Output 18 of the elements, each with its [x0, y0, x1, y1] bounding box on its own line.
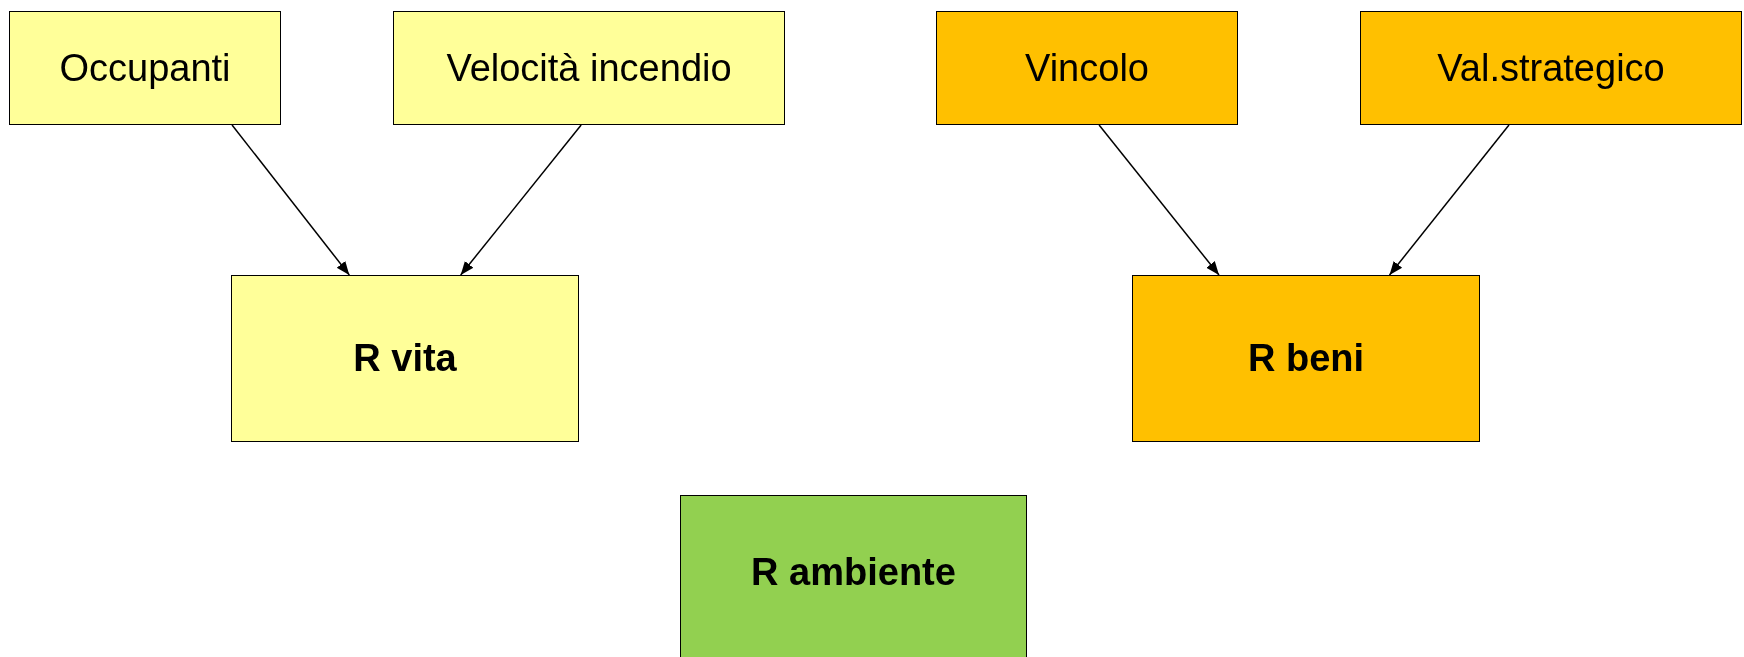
process-box: [231, 275, 579, 442]
process-box: [9, 11, 281, 125]
box-label: R vita: [353, 337, 457, 380]
process-box: [936, 11, 1238, 125]
box-label: Vincolo: [1025, 46, 1149, 90]
process-box: [1132, 275, 1480, 442]
box-label: Occupanti: [59, 46, 231, 90]
process-box: [393, 11, 785, 125]
process-box: [680, 495, 1027, 657]
arrow: [1098, 124, 1220, 276]
box-label: Velocità incendio: [446, 46, 732, 90]
box-label: Val.strategico: [1437, 46, 1665, 90]
process-box: [1360, 11, 1742, 125]
box-label: R ambiente: [751, 551, 956, 594]
arrow: [231, 124, 351, 276]
arrow: [1388, 124, 1510, 276]
box-label: R beni: [1247, 337, 1365, 380]
arrow: [459, 124, 582, 276]
